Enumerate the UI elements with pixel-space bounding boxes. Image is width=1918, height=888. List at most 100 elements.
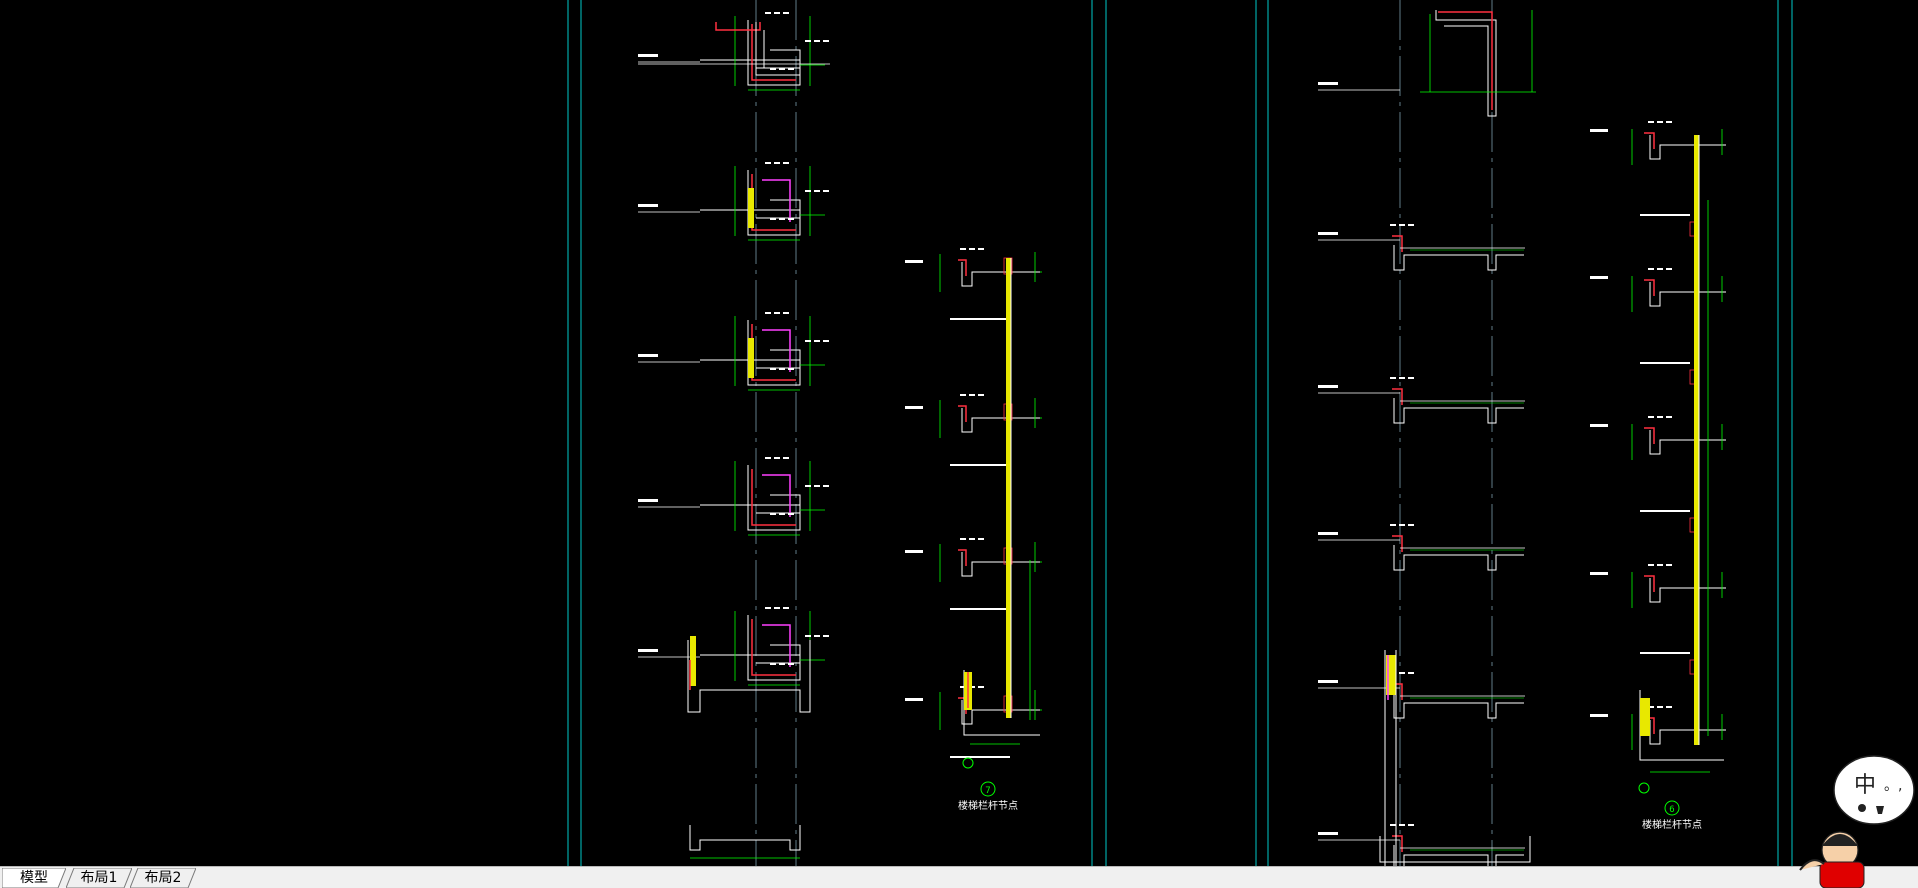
cad-line	[1648, 268, 1654, 270]
cad-line	[774, 312, 780, 314]
cad-line	[748, 188, 754, 228]
cad-line	[1648, 121, 1654, 123]
cad-line	[762, 179, 791, 222]
cad-line	[969, 538, 975, 540]
cad-line	[961, 552, 1040, 577]
cad-line	[963, 670, 1040, 736]
cad-line	[783, 12, 789, 14]
cad-line	[1393, 245, 1524, 271]
tab-layout-1-label: 布局1	[80, 870, 118, 886]
tab-layout-1-shape	[66, 868, 132, 888]
cad-line	[715, 22, 761, 31]
cad-line	[969, 248, 975, 250]
tab-layout-2-shape	[130, 868, 196, 888]
cad-line	[1640, 510, 1690, 512]
cad-line	[770, 513, 776, 515]
cad-line	[638, 204, 658, 207]
cad-line	[1435, 10, 1497, 117]
cad-line	[788, 68, 794, 70]
cad-line	[958, 259, 967, 276]
cad-line	[751, 469, 796, 526]
cad-line	[805, 190, 811, 192]
cad-line	[960, 248, 966, 250]
cad-line	[1644, 132, 1655, 149]
cad-line	[978, 248, 984, 250]
tab-layout-2[interactable]: 布局2	[130, 868, 196, 888]
cad-line	[1666, 121, 1672, 123]
cad-line	[779, 368, 785, 370]
cad-line	[783, 162, 789, 164]
tab-layout-1[interactable]: 布局1	[66, 868, 132, 888]
cad-line	[1644, 427, 1655, 444]
cad-line	[823, 485, 829, 487]
cad-line	[770, 368, 776, 370]
cad-line	[960, 538, 966, 540]
cad-line	[814, 40, 820, 42]
cad-line	[969, 394, 975, 396]
cad-line	[1318, 532, 1338, 535]
cad-line	[978, 538, 984, 540]
cad-line	[1390, 224, 1396, 226]
tab-model-shape	[2, 868, 66, 888]
cad-line	[1399, 824, 1405, 826]
cad-line	[1318, 82, 1338, 85]
cad-line	[1392, 388, 1403, 405]
cad-line	[755, 22, 801, 76]
detail-callout-7: 7 楼梯栏杆节点	[958, 757, 1018, 812]
cad-line	[814, 485, 820, 487]
cad-line	[1644, 279, 1655, 296]
cad-line	[961, 700, 1040, 725]
cad-line	[765, 12, 771, 14]
cad-line	[1379, 836, 1531, 863]
cad-line	[1590, 129, 1608, 132]
left-detail-stack	[638, 12, 830, 859]
cad-line	[950, 318, 1010, 320]
cad-line	[779, 218, 785, 220]
cad-line	[823, 340, 829, 342]
detail-callout-6-number: 6	[1669, 805, 1674, 815]
cad-line	[1318, 385, 1338, 388]
detail-caption-left: 楼梯栏杆节点	[958, 799, 1018, 812]
detail-caption-right: 楼梯栏杆节点	[1642, 818, 1702, 831]
detail-callout-6: 6 楼梯栏杆节点	[1638, 782, 1702, 831]
cad-line	[1666, 416, 1672, 418]
cad-line	[1392, 835, 1403, 852]
cad-line	[689, 825, 801, 851]
cad-line	[905, 406, 923, 409]
cad-line	[774, 607, 780, 609]
cad-line	[1657, 706, 1663, 708]
ime-punct-text: 。,	[1884, 778, 1902, 794]
cad-line	[1666, 564, 1672, 566]
cad-line	[1657, 268, 1663, 270]
cad-line	[1644, 575, 1655, 592]
cad-line	[770, 218, 776, 220]
axis-lines	[755, 0, 1493, 866]
cad-line	[1386, 655, 1396, 695]
cad-line	[814, 635, 820, 637]
cad-line	[1318, 232, 1338, 235]
cad-line	[805, 485, 811, 487]
cad-line	[638, 54, 658, 57]
cad-line	[765, 457, 771, 459]
cad-line	[1318, 832, 1338, 835]
cad-line	[805, 340, 811, 342]
cad-line	[1640, 698, 1650, 736]
tab-model[interactable]: 模型	[2, 868, 66, 888]
tab-layout-2-label: 布局2	[144, 870, 182, 886]
cad-line	[1393, 398, 1524, 424]
cad-line	[1399, 672, 1405, 674]
ime-mascot-icon[interactable]: 中 。,	[1790, 750, 1918, 888]
cad-line	[961, 408, 1040, 433]
cad-line	[1408, 224, 1414, 226]
cad-line	[805, 40, 811, 42]
right-detail-stack	[1318, 10, 1536, 871]
cad-line	[774, 457, 780, 459]
cad-line	[762, 474, 791, 517]
cad-line	[751, 619, 796, 676]
cad-line	[950, 464, 1010, 466]
cad-line	[1390, 824, 1396, 826]
cad-line	[961, 262, 1040, 287]
cad-line	[765, 312, 771, 314]
